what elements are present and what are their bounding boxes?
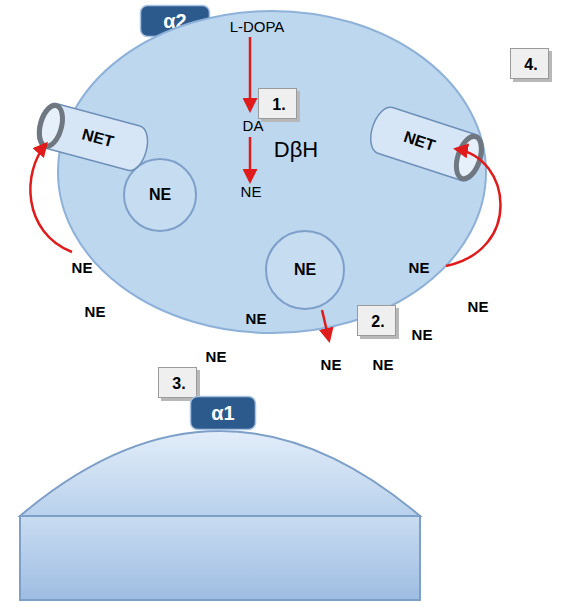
release-arrow	[322, 310, 329, 340]
reuptake-arrow	[30, 144, 72, 252]
node-text: 2.	[357, 305, 399, 339]
molecule-label: NE	[72, 259, 93, 276]
node-text: DβH	[261, 136, 331, 164]
postsynaptic-cell	[20, 431, 420, 600]
node-text: 3.	[158, 367, 200, 401]
molecule-label: NE	[321, 356, 342, 373]
cylinder-mouth	[35, 103, 66, 149]
molecule-label: NE	[246, 310, 267, 327]
node-text: 1.	[258, 88, 300, 122]
molecule-label: NE	[206, 348, 227, 365]
node-text: 4.	[510, 48, 552, 82]
callout-number: 3.	[158, 367, 200, 401]
callout-number: 1.	[258, 88, 300, 122]
receptor-tag: α1	[190, 396, 256, 430]
molecule-label: NE	[85, 303, 106, 320]
molecule-label: NE	[468, 298, 489, 315]
synthesis-arrow	[249, 137, 252, 181]
cylinder-body	[365, 104, 488, 185]
callout-number: 2.	[357, 305, 399, 339]
node-text: NE	[265, 230, 345, 310]
node-text: L-DOPA	[215, 16, 299, 36]
molecule-label: NE	[373, 356, 394, 373]
node-text: α1	[190, 396, 256, 430]
reuptake-arrow	[446, 149, 501, 266]
cell-membrane	[20, 431, 420, 516]
cell-body	[20, 516, 420, 600]
synthesis-arrow	[249, 37, 252, 110]
cell-membrane	[58, 11, 486, 333]
vesicle-membrane	[266, 231, 344, 309]
tag-box	[191, 397, 256, 430]
molecule-label: NE	[409, 259, 430, 276]
cylinder-body	[33, 100, 152, 173]
presynaptic-neuron: L-DOPADANEDβH1.NENE	[57, 10, 487, 334]
cylinder-mouth	[452, 133, 487, 182]
node-text: NE	[231, 181, 271, 201]
vesicle: NE	[265, 230, 345, 310]
molecule-label: NE	[412, 326, 433, 343]
callout-number: 4.	[510, 48, 552, 82]
